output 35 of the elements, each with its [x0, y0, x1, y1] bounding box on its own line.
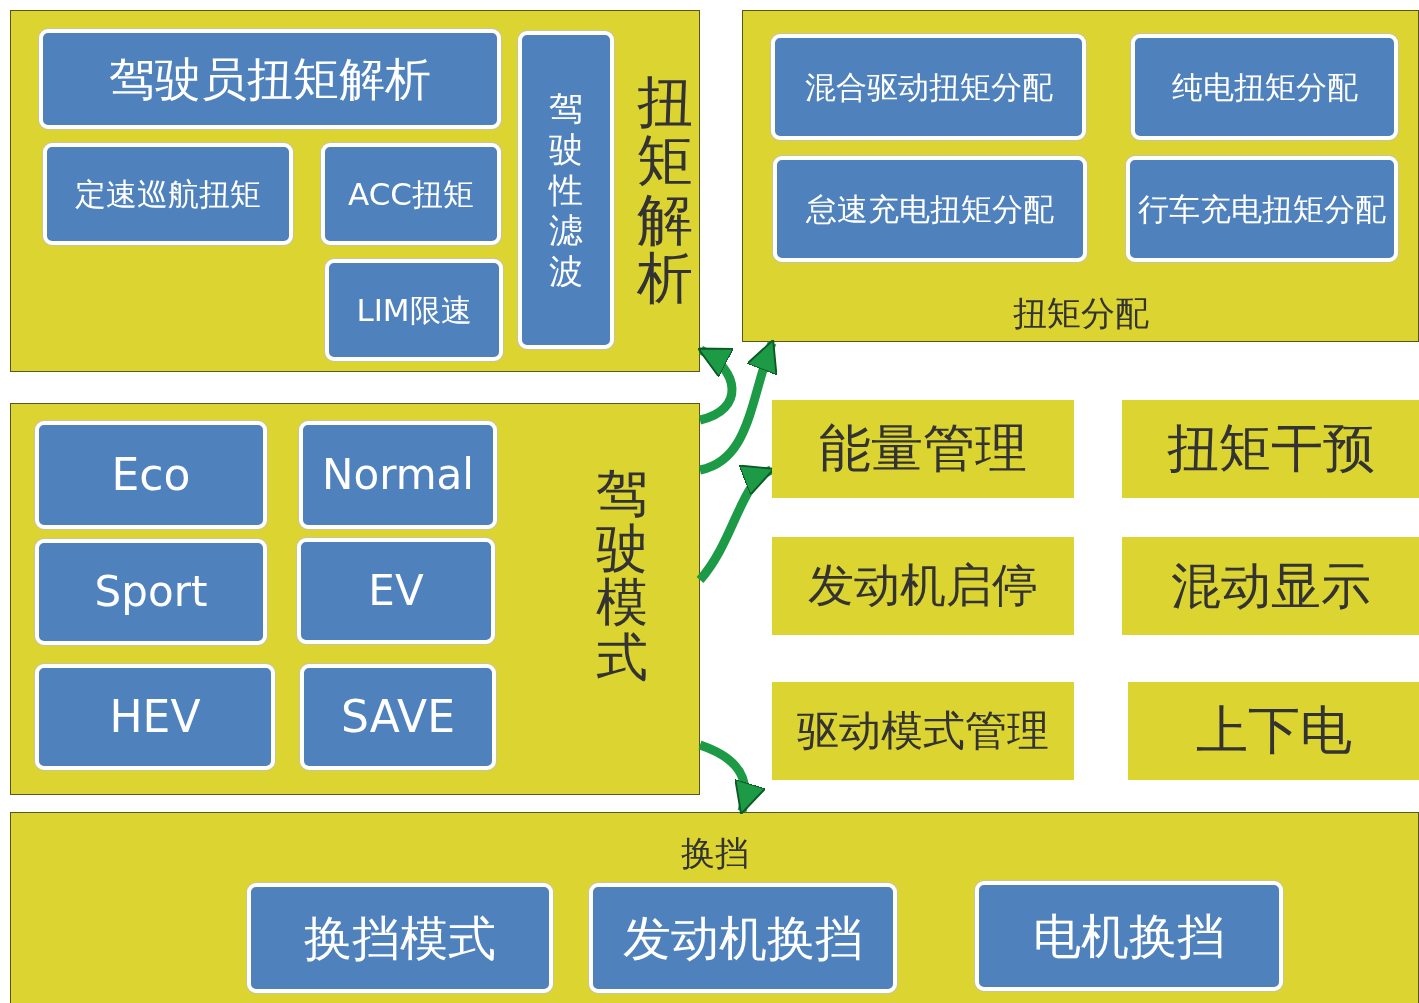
module-box: 上下电 — [1128, 682, 1419, 780]
function-box: SAVE — [300, 664, 496, 770]
function-box: 发动机换挡 — [589, 883, 897, 993]
module-box: 能量管理 — [772, 400, 1074, 498]
function-box: 电机换挡 — [975, 881, 1283, 991]
function-box: 怠速充电扭矩分配 — [773, 156, 1087, 262]
module-box: 扭矩干预 — [1122, 400, 1419, 498]
panel — [10, 812, 1419, 1003]
function-box: EV — [297, 538, 495, 644]
panel-title: 扭矩解析 — [637, 73, 694, 309]
function-box: 纯电扭矩分配 — [1131, 34, 1398, 140]
function-box: Eco — [35, 421, 267, 529]
module-box: 驱动模式管理 — [772, 682, 1074, 780]
panel — [742, 10, 1419, 342]
panel — [10, 403, 700, 795]
function-box: LIM限速 — [325, 259, 503, 361]
panel-title: 换挡 — [679, 832, 750, 875]
function-box: Normal — [299, 421, 497, 529]
function-box: 行车充电扭矩分配 — [1126, 156, 1398, 262]
curved-arrow — [698, 740, 766, 815]
function-box: 驾驶性滤波 — [518, 31, 614, 349]
function-box: 定速巡航扭矩 — [43, 143, 293, 245]
function-box: ACC扭矩 — [321, 143, 501, 245]
module-box: 发动机启停 — [772, 537, 1074, 635]
curved-arrow — [696, 466, 775, 583]
panel — [10, 10, 700, 372]
panel-title: 驾驶模式 — [596, 466, 649, 685]
module-box: 混动显示 — [1122, 537, 1419, 635]
function-box: HEV — [35, 664, 275, 770]
function-box: Sport — [35, 539, 267, 645]
function-box: 驾驶员扭矩解析 — [39, 29, 501, 129]
function-box: 换挡模式 — [247, 883, 553, 993]
function-box: 混合驱动扭矩分配 — [771, 34, 1086, 140]
panel-title: 扭矩分配 — [1011, 292, 1150, 335]
curved-arrow — [698, 339, 779, 475]
